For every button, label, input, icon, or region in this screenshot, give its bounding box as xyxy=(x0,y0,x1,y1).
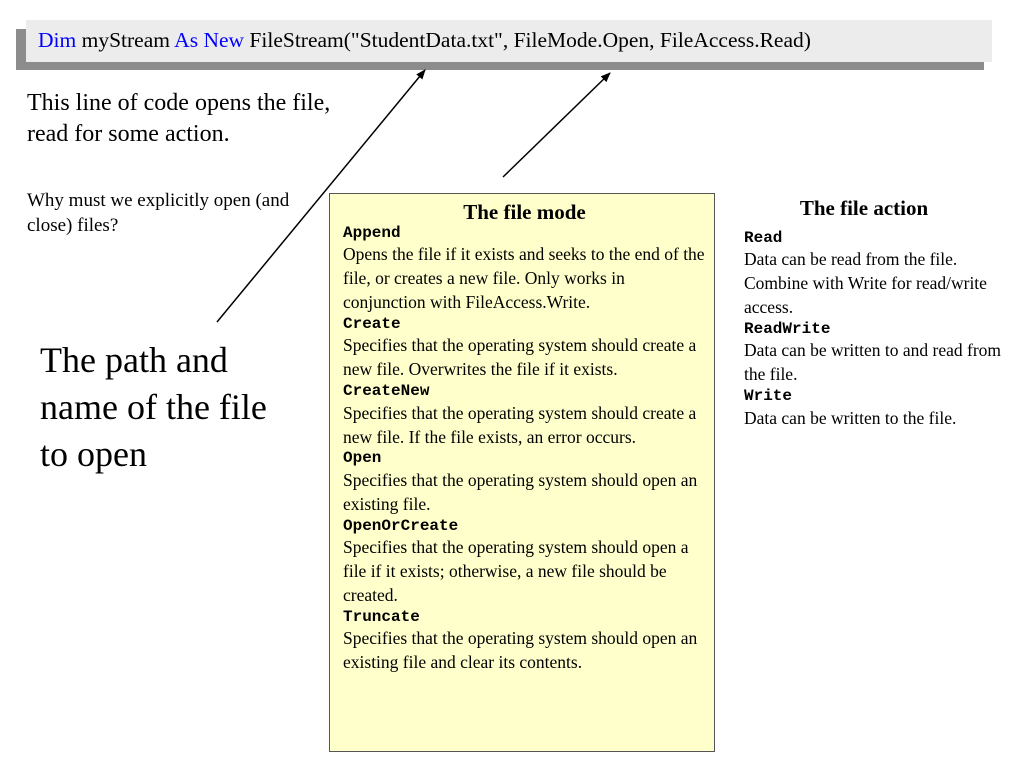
intro-text: This line of code opens the file, read f… xyxy=(27,90,331,148)
file-action-option: Read Data can be read from the file. Com… xyxy=(744,229,1002,320)
file-mode-option: CreateNew Specifies that the operating s… xyxy=(343,382,706,449)
file-action-option-name: Read xyxy=(744,229,783,248)
file-mode-option: Truncate Specifies that the operating sy… xyxy=(343,608,706,675)
keyword-dim: Dim xyxy=(38,28,77,52)
file-action-option-name: Write xyxy=(744,387,793,406)
question-text: Why must we explicitly open (and close) … xyxy=(27,190,290,237)
file-mode-option: Open Specifies that the operating system… xyxy=(343,449,706,516)
mode-arrow xyxy=(502,72,611,178)
file-mode-option: Append Opens the file if it exists and s… xyxy=(343,224,706,315)
file-mode-option-name: OpenOrCreate xyxy=(343,516,459,535)
file-mode-option-name: Open xyxy=(343,449,382,468)
file-action-option-desc: Data can be written to and read from the… xyxy=(744,340,1002,385)
keyword-as-new: As New xyxy=(174,28,245,52)
file-mode-option-name: Append xyxy=(343,224,401,243)
file-action-option: ReadWrite Data can be written to and rea… xyxy=(744,320,1002,387)
path-arrow xyxy=(216,69,426,323)
file-action-option-name: ReadWrite xyxy=(744,320,831,339)
file-mode-box: The file mode Append Opens the file if i… xyxy=(329,193,715,752)
file-mode-title: The file mode xyxy=(463,200,586,224)
file-mode-option-desc: Specifies that the operating system shou… xyxy=(343,335,697,380)
file-mode-option-desc: Specifies that the operating system shou… xyxy=(343,402,697,447)
file-mode-option-desc: Specifies that the operating system shou… xyxy=(343,536,689,605)
file-mode-option-desc: Specifies that the operating system shou… xyxy=(343,627,698,672)
path-note: The path and name of the file to open xyxy=(40,340,267,474)
code-line: Dim myStream As New FileStream("StudentD… xyxy=(26,20,992,62)
file-mode-option-desc: Opens the file if it exists and seeks to… xyxy=(343,244,705,313)
file-mode-option-name: Create xyxy=(343,315,401,334)
file-mode-option-name: Truncate xyxy=(343,607,420,626)
file-mode-option: OpenOrCreate Specifies that the operatin… xyxy=(343,517,706,608)
file-mode-option-desc: Specifies that the operating system shou… xyxy=(343,469,698,514)
file-action-title: The file action xyxy=(799,196,929,220)
file-action-option-desc: Data can be written to the file. xyxy=(744,407,957,428)
file-action-box: The file action Read Data can be read fr… xyxy=(744,196,1002,431)
file-mode-option: Create Specifies that the operating syst… xyxy=(343,315,706,382)
filestream-constructor: FileStream("StudentData.txt", FileMode.O… xyxy=(244,28,811,52)
stream-variable: myStream xyxy=(76,28,175,52)
file-mode-option-name: CreateNew xyxy=(343,382,430,401)
file-action-option: Write Data can be written to the file. xyxy=(744,387,1002,430)
file-action-option-desc: Data can be read from the file. Combine … xyxy=(744,249,987,318)
